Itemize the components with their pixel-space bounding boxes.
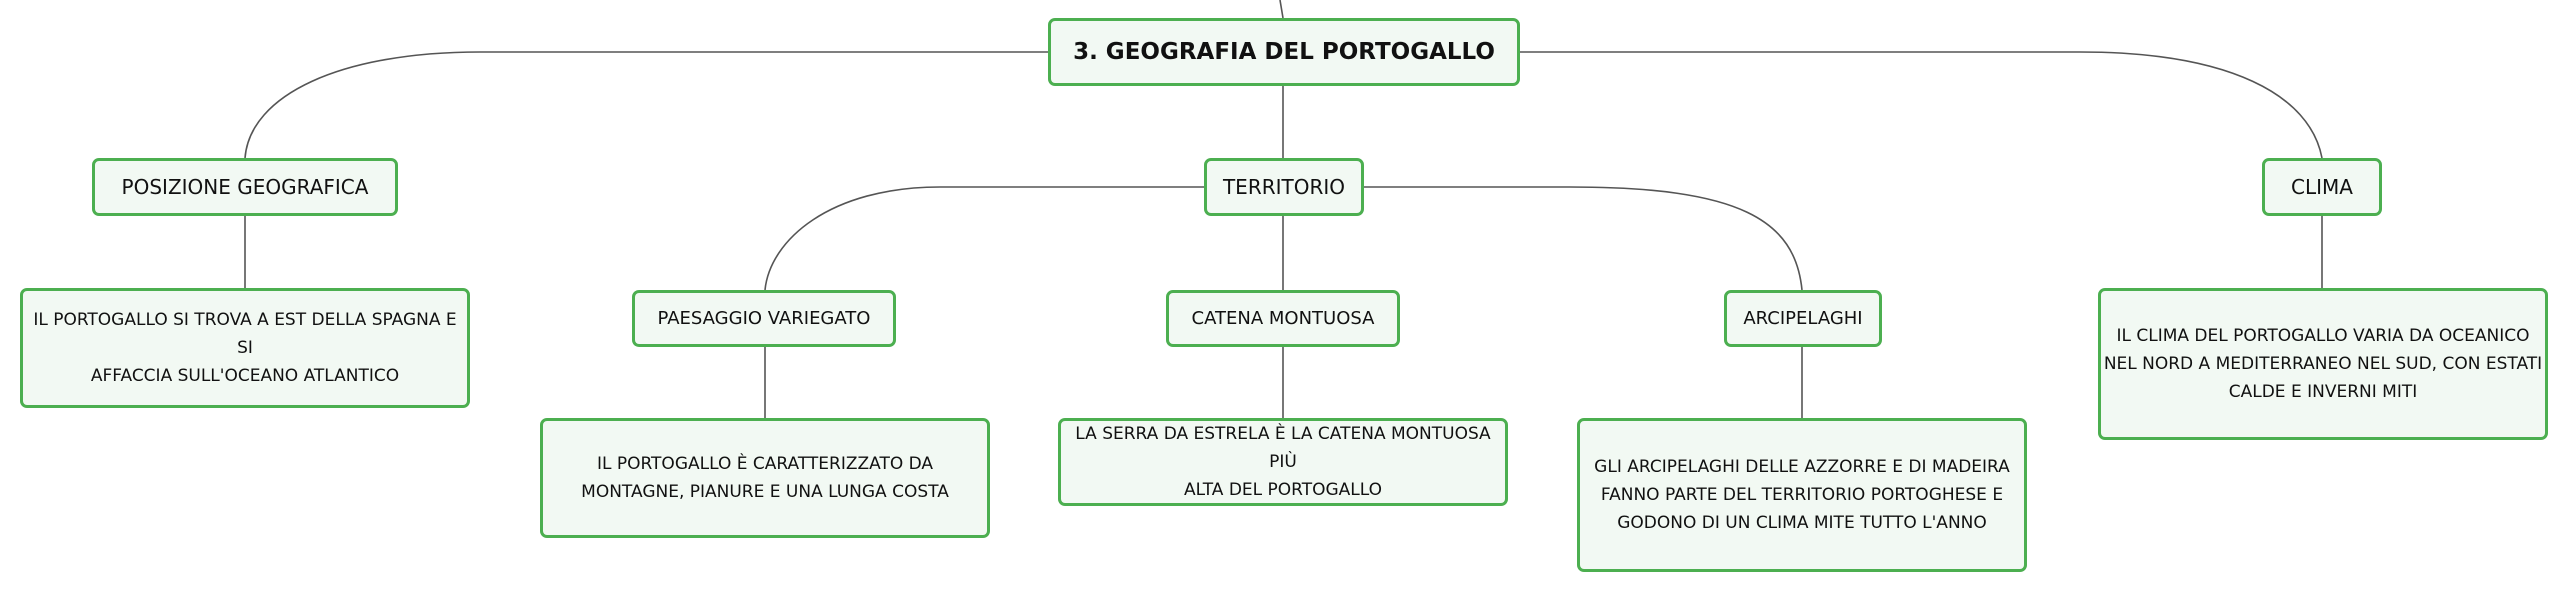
detail-catena-text: LA SERRA DA ESTRELA È LA CATENA MONTUOSA… [1075,424,1491,500]
subtopic-paesaggio-variegato[interactable]: PAESAGGIO VARIEGATO [632,290,896,347]
topic-territorio[interactable]: TERRITORIO [1204,158,1364,216]
subtopic-catena-label: CATENA MONTUOSA [1191,308,1375,329]
link-territorio-paesaggio [764,186,1204,291]
root-topic-node[interactable]: 3. GEOGRAFIA DEL PORTOGALLO [1048,18,1520,86]
topic-posizione-label: POSIZIONE GEOGRAFICA [121,175,369,199]
detail-clima[interactable]: IL CLIMA DEL PORTOGALLO VARIA DA OCEANIC… [2098,288,2548,440]
detail-arcipelaghi[interactable]: GLI ARCIPELAGHI DELLE AZZORRE E DI MADEI… [1577,418,2027,572]
subtopic-arcipelaghi-label: ARCIPELAGHI [1743,308,1863,329]
subtopic-paesaggio-label: PAESAGGIO VARIEGATO [657,308,871,329]
link-parent-root [1279,0,1284,19]
detail-paesaggio-text: IL PORTOGALLO È CARATTERIZZATO DA MONTAG… [581,454,949,502]
topic-territorio-label: TERRITORIO [1222,175,1346,199]
link-root-clima [1518,51,2323,159]
subtopic-catena-montuosa[interactable]: CATENA MONTUOSA [1166,290,1400,347]
detail-catena[interactable]: LA SERRA DA ESTRELA È LA CATENA MONTUOSA… [1058,418,1508,506]
link-territorio-arcipelaghi [1362,186,1803,291]
detail-posizione-text: IL PORTOGALLO SI TROVA A EST DELLA SPAGN… [33,310,457,386]
topic-clima[interactable]: CLIMA [2262,158,2382,216]
detail-paesaggio[interactable]: IL PORTOGALLO È CARATTERIZZATO DA MONTAG… [540,418,990,538]
subtopic-arcipelaghi[interactable]: ARCIPELAGHI [1724,290,1882,347]
detail-clima-text: IL CLIMA DEL PORTOGALLO VARIA DA OCEANIC… [2103,326,2543,402]
topic-posizione-geografica[interactable]: POSIZIONE GEOGRAFICA [92,158,398,216]
topic-clima-label: CLIMA [2291,175,2353,199]
root-topic-label: 3. GEOGRAFIA DEL PORTOGALLO [1073,39,1495,65]
detail-arcipelaghi-text: GLI ARCIPELAGHI DELLE AZZORRE E DI MADEI… [1594,457,2010,533]
detail-posizione[interactable]: IL PORTOGALLO SI TROVA A EST DELLA SPAGN… [20,288,470,408]
link-root-posizione [244,51,1048,159]
